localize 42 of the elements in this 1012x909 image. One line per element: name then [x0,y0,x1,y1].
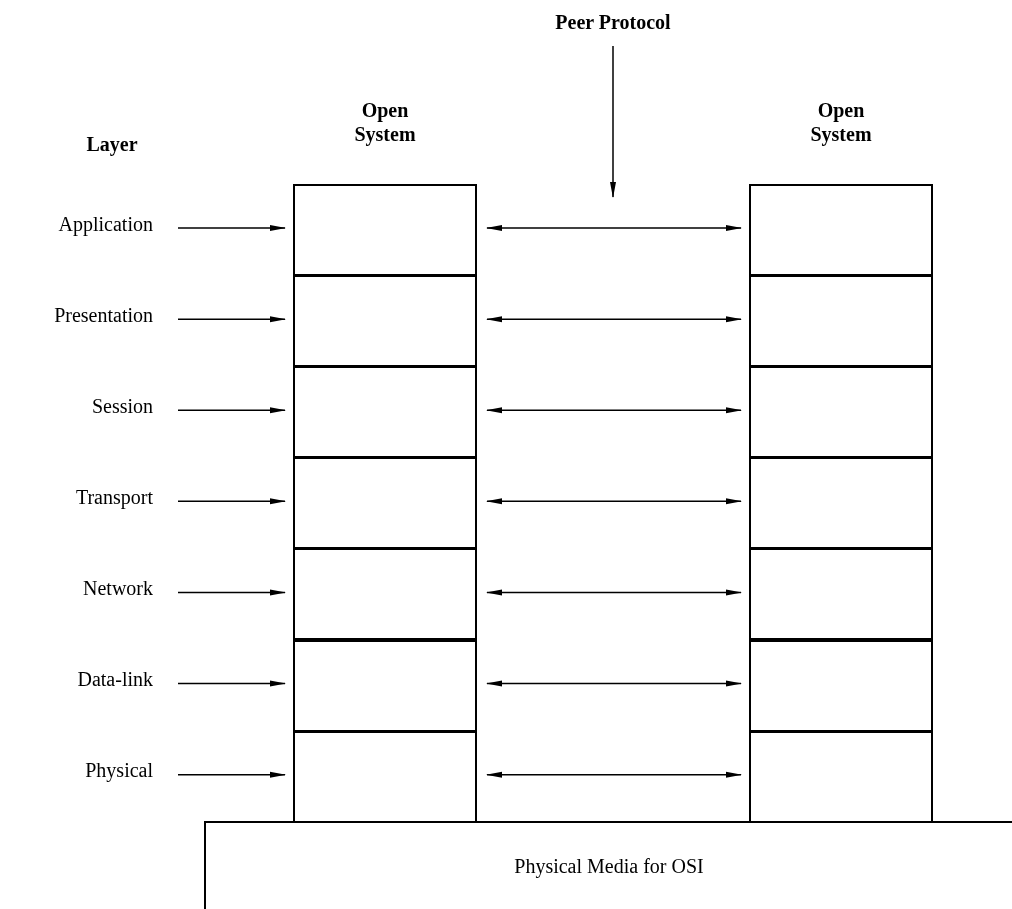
layer-name: Data-link [77,667,153,692]
arrow [177,225,286,232]
layer-box [293,730,477,823]
system-heading: Open System [809,98,873,146]
arrow [177,498,286,505]
protocol-heading: Peer Protocol [513,10,713,34]
arrow [177,680,286,687]
layer-name: Network [83,575,153,600]
arrow [177,589,286,596]
arrow [486,498,742,505]
layer-box [749,548,933,641]
media-band [204,821,1012,909]
layer-name: Application [58,211,153,236]
layer-box [749,639,933,732]
arrow [486,589,742,596]
layer-box [749,457,933,550]
layer-box [749,184,933,277]
layer-name: Presentation [54,302,153,327]
layer-box [293,639,477,732]
layer-box [293,548,477,641]
arrow [486,771,742,778]
layer-name: Session [91,393,153,418]
arrow [177,316,286,323]
layer-box [749,366,933,459]
layer-box [293,457,477,550]
layer-box [749,730,933,823]
arrow [486,680,742,687]
arrow [486,407,742,414]
layer-name: Transport [75,484,153,509]
system-heading: Open System [353,98,417,146]
layer-name: Physical [85,758,153,783]
column-heading: Layer [85,132,139,156]
media-label: Physical Media for OSI [514,854,704,878]
arrow [177,771,286,778]
layer-box [293,184,477,277]
layer-box [749,275,933,368]
layer-box [293,275,477,368]
arrow [486,225,742,232]
arrow [610,45,616,198]
arrow [177,407,286,414]
arrow [486,316,742,323]
layer-box [293,366,477,459]
